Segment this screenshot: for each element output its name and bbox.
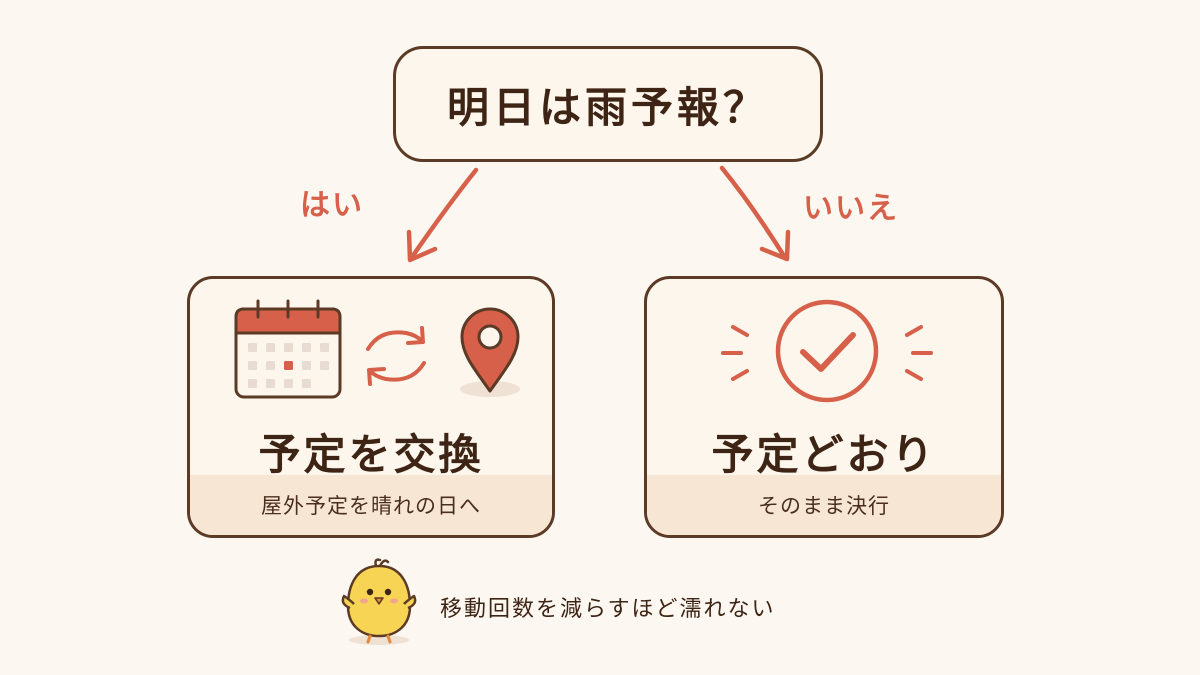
- option-yes-subtitle-band: 屋外予定を晴れの日へ: [190, 475, 552, 535]
- option-yes-title: 予定を交換: [258, 430, 484, 479]
- question-box: 明日は雨予報？: [393, 46, 823, 162]
- chick-icon: [341, 558, 417, 645]
- option-no-subtitle-band: そのまま決行: [647, 475, 1001, 535]
- swap-arrows-icon: [366, 326, 426, 386]
- question-text: 明日は雨予報？: [446, 82, 769, 132]
- option-no-title: 予定どおり: [711, 430, 937, 479]
- option-yes-subtitle: 屋外予定を晴れの日へ: [261, 494, 481, 518]
- yes-arrowhead: [406, 229, 438, 263]
- yes-label: はい: [300, 188, 364, 223]
- calendar-icon: [234, 299, 342, 399]
- checkmark-circle-icon: [721, 299, 933, 403]
- option-yes-box: 予定を交換 屋外予定を晴れの日へ: [187, 276, 555, 538]
- no-label: いいえ: [803, 191, 899, 226]
- option-no-subtitle: そのまま決行: [758, 494, 890, 518]
- map-pin-icon: [460, 307, 520, 397]
- yes-arrow: [409, 167, 479, 260]
- no-arrowhead: [759, 229, 791, 262]
- tip-text: 移動回数を減らすほど濡れない: [440, 597, 776, 622]
- option-no-box: 予定どおり そのまま決行: [644, 276, 1004, 538]
- no-arrow: [719, 165, 787, 259]
